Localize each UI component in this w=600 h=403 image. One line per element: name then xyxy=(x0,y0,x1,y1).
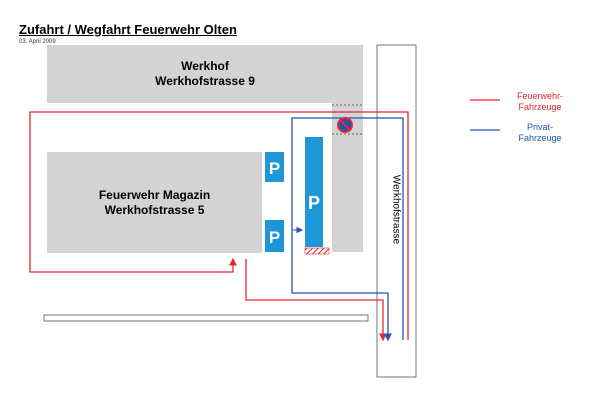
parking-spot-upper[interactable] xyxy=(265,152,284,182)
no-parking-hatched-area xyxy=(304,247,330,255)
legend-private-line1: Privat- xyxy=(526,122,553,132)
page-title: Zufahrt / Wegfahrt Feuerwehr Olten xyxy=(19,22,237,37)
legend-fire-line2: Fahrzeuge xyxy=(518,102,562,112)
magazin-name: Feuerwehr Magazin xyxy=(98,188,211,202)
parking-letter: P xyxy=(269,228,280,247)
werkhof-building xyxy=(47,45,363,103)
werkhof-name: Werkhof xyxy=(181,59,229,73)
legend-fire-label: Feuerwehr- Fahrzeuge xyxy=(505,91,575,113)
parking-letter: P xyxy=(308,193,320,213)
legend-fire-line1: Feuerwehr- xyxy=(516,91,563,101)
werkhof-label: Werkhof Werkhofstrasse 9 xyxy=(47,59,363,89)
lower-street-bar xyxy=(43,314,369,322)
no-parking-sign-icon xyxy=(337,117,353,133)
magazin-label: Feuerwehr Magazin Werkhofstrasse 5 xyxy=(47,188,262,218)
werkhof-address: Werkhofstrasse 9 xyxy=(155,74,255,88)
date-label: 03. April 2009 xyxy=(19,39,56,45)
legend-private-label: Privat- Fahrzeuge xyxy=(505,122,575,144)
magazin-address: Werkhofstrasse 5 xyxy=(104,203,205,217)
fire-route-loop xyxy=(29,111,409,340)
parking-lot-main[interactable] xyxy=(305,137,323,247)
parking-letter: P xyxy=(269,159,280,178)
parking-spot-lower[interactable] xyxy=(265,220,284,252)
private-route-entry xyxy=(291,117,404,342)
magazin-building xyxy=(47,152,262,253)
street-label: Werkhofstrasse xyxy=(390,174,402,245)
fire-route-exit xyxy=(245,259,387,342)
legend-private-line2: Fahrzeuge xyxy=(518,133,562,143)
